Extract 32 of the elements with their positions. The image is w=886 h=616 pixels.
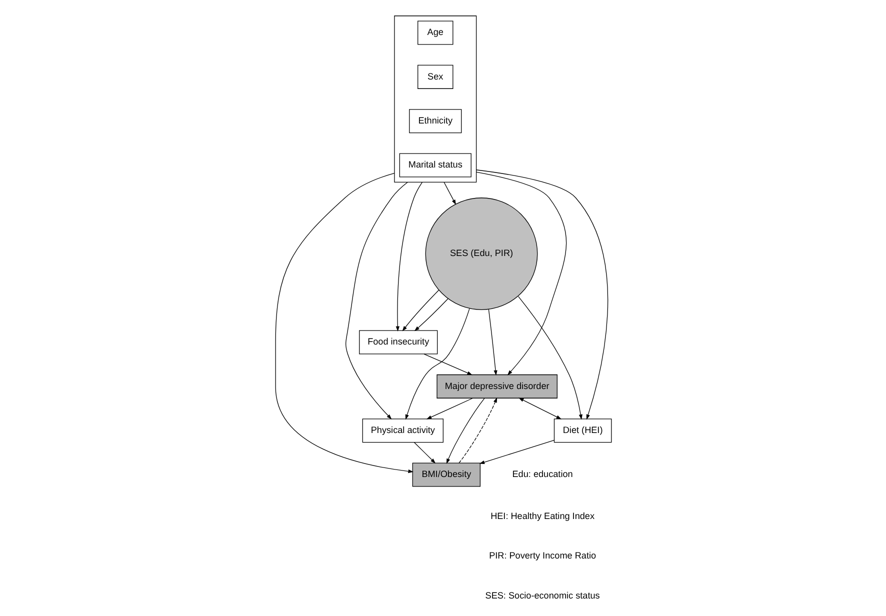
arrow	[446, 398, 484, 464]
arrow	[404, 308, 470, 420]
arrow	[414, 442, 436, 464]
node-box: Physical activity	[362, 418, 443, 443]
arrow	[423, 354, 472, 376]
arrow	[475, 170, 608, 420]
arrow	[518, 296, 582, 420]
node-box: Diet (HEI)	[553, 418, 612, 443]
arrow	[402, 290, 439, 332]
arrow	[518, 398, 562, 420]
arrow	[345, 182, 408, 420]
node-box: Major depressive disorder	[436, 374, 557, 398]
node-box: Sex	[417, 64, 453, 89]
arrow	[475, 172, 566, 376]
arrow	[443, 182, 456, 205]
label: PIR: Poverty Income Ratio	[488, 550, 596, 561]
node-box: Food insecurity	[358, 330, 438, 354]
node-box: Ethnicity	[408, 109, 462, 134]
arrow	[274, 172, 413, 474]
label: Edu: education	[512, 469, 572, 480]
cluster	[394, 16, 476, 182]
arrow	[414, 298, 448, 332]
label: SES: Socio-economic status	[484, 590, 600, 600]
node-box: BMI/Obesity	[412, 462, 480, 487]
label: HEI: Healthy Eating Index	[490, 511, 594, 522]
arrow	[426, 398, 472, 420]
node-box: Age	[417, 20, 453, 45]
arrow	[458, 397, 497, 464]
node-box: Marital status	[398, 153, 471, 178]
arrow	[488, 309, 497, 376]
arrow	[478, 440, 554, 464]
arrow	[395, 182, 422, 332]
